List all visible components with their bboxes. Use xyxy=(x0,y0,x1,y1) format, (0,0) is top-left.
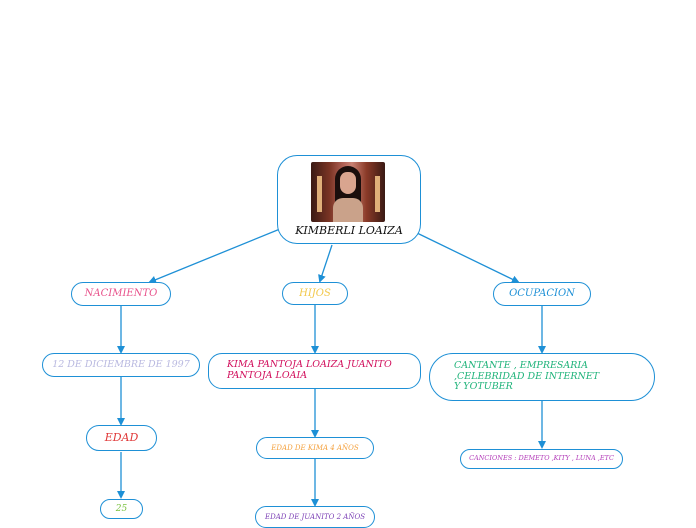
edad-juanito-text: EDAD DE JUANITO 2 AÑOS xyxy=(264,512,366,521)
ocupaciones-text: CANTANTE , EMPRESARIA ,CELEBRIDAD DE INT… xyxy=(454,359,600,393)
branch-ocupacion-label: OCUPACION xyxy=(509,288,575,300)
connector-root-hijos xyxy=(318,244,333,283)
fecha-text: 12 DE DICIEMBRE DE 1997 xyxy=(52,358,190,370)
node-ocupaciones[interactable]: CANTANTE , EMPRESARIA ,CELEBRIDAD DE INT… xyxy=(429,353,655,401)
node-hijos-nombres[interactable]: KIMA PANTOJA LOAIZA JUANITO PANTOJA LOAI… xyxy=(208,353,421,389)
node-edad-juanito[interactable]: EDAD DE JUANITO 2 AÑOS xyxy=(255,506,375,528)
branch-hijos[interactable]: HIJOS xyxy=(282,282,348,305)
branch-nacimiento[interactable]: NACIMIENTO xyxy=(71,282,171,306)
edad-valor-text: 25 xyxy=(115,503,128,514)
portrait-photo xyxy=(311,162,385,222)
edad-label: EDAD xyxy=(104,430,139,444)
node-edad[interactable]: EDAD xyxy=(86,425,157,451)
edad-kima-text: EDAD DE KIMA 4 AÑOS xyxy=(271,443,359,452)
root-title: KIMBERLI LOAIZA xyxy=(295,224,403,238)
hijos-nombres-text: KIMA PANTOJA LOAIZA JUANITO PANTOJA LOAI… xyxy=(227,359,392,381)
canciones-text: CANCIONES : DEMETO ,KITY , LUNA ,ETC xyxy=(469,454,614,463)
branch-hijos-label: HIJOS xyxy=(299,287,331,299)
branch-nacimiento-label: NACIMIENTO xyxy=(84,288,158,300)
connector-root-nacimiento xyxy=(148,228,281,284)
branch-ocupacion[interactable]: OCUPACION xyxy=(493,282,591,306)
connector-root-ocupacion xyxy=(416,232,520,283)
node-fecha[interactable]: 12 DE DICIEMBRE DE 1997 xyxy=(42,353,200,377)
node-canciones[interactable]: CANCIONES : DEMETO ,KITY , LUNA ,ETC xyxy=(460,449,623,469)
node-edad-valor[interactable]: 25 xyxy=(100,499,143,519)
node-edad-kima[interactable]: EDAD DE KIMA 4 AÑOS xyxy=(256,437,374,459)
